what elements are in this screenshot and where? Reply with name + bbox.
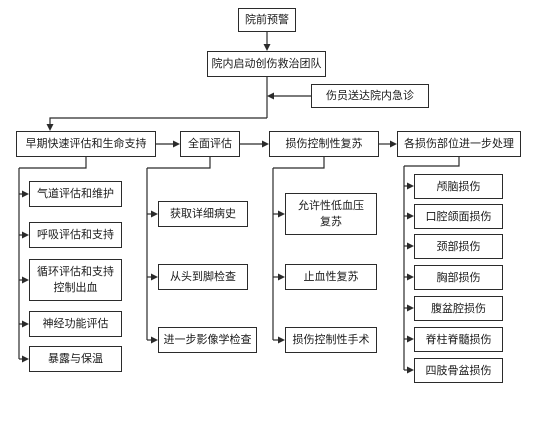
- col4-arrow-5: [407, 335, 414, 343]
- arrow-h2-h3: [262, 140, 269, 148]
- col4-arrow-3: [407, 273, 414, 281]
- col1-arrow-3: [22, 320, 29, 328]
- item-chest: 胸部损伤: [414, 265, 503, 290]
- col4-arrow-4: [407, 304, 414, 312]
- wire-col3-top: [273, 157, 325, 169]
- header-damage-control: 损伤控制性复苏: [269, 131, 379, 157]
- arrow-start-team: [263, 44, 271, 51]
- item-exposure: 暴露与保温: [29, 346, 122, 372]
- arrow-h3-h4: [390, 140, 397, 148]
- item-history: 获取详细病史: [158, 201, 248, 227]
- col4-arrow-6: [407, 366, 414, 374]
- wire-col4-top: [404, 157, 460, 167]
- item-imaging: 进一步影像学检查: [158, 327, 257, 353]
- wire-trunk-h1: [49, 117, 267, 124]
- node-prehospital-alert: 院前预警: [238, 8, 296, 32]
- node-patient-arrival: 伤员送达院内急诊: [311, 84, 429, 108]
- item-circulation: 循环评估和支持 控制出血: [29, 259, 122, 301]
- wire-col2-top: [147, 157, 211, 169]
- item-neck: 颈部损伤: [414, 234, 503, 259]
- item-neuro: 神经功能评估: [29, 311, 122, 337]
- item-craniocerebral: 颅脑损伤: [414, 174, 503, 199]
- header-further-treatment: 各损伤部位进一步处理: [397, 131, 521, 157]
- wire-col1-top: [19, 157, 87, 169]
- col2-arrow-2: [151, 336, 158, 344]
- col4-arrow-2: [407, 242, 414, 250]
- item-abdomen-pelvis: 腹盆腔损伤: [414, 296, 503, 321]
- item-damage-control-surgery: 损伤控制性手术: [285, 327, 377, 353]
- arrow-trunk-h1: [46, 124, 54, 131]
- node-team-activation: 院内启动创伤救治团队: [207, 51, 326, 77]
- col1-arrow-2: [22, 276, 29, 284]
- col1-arrow-0: [22, 190, 29, 198]
- item-limbs-pelvis: 四肢骨盆损伤: [414, 358, 503, 383]
- item-head-to-toe: 从头到脚检查: [158, 264, 248, 290]
- arrow-h1-h2: [173, 140, 180, 148]
- col3-arrow-1: [278, 273, 285, 281]
- item-oral-maxillofacial: 口腔颌面损伤: [414, 204, 503, 229]
- item-permissive-hypotension: 允许性低血压 复苏: [285, 193, 377, 235]
- col4-arrow-0: [407, 182, 414, 190]
- col4-arrow-1: [407, 212, 414, 220]
- col3-arrow-2: [278, 336, 285, 344]
- col3-arrow-0: [278, 210, 285, 218]
- col1-arrow-1: [22, 231, 29, 239]
- item-hemostatic-resuscitation: 止血性复苏: [285, 264, 377, 290]
- item-airway: 气道评估和维护: [29, 181, 122, 207]
- col1-arrow-4: [22, 355, 29, 363]
- header-early-assessment: 早期快速评估和生命支持: [16, 131, 156, 157]
- arrow-arrival: [267, 92, 274, 100]
- col2-arrow-1: [151, 273, 158, 281]
- col2-arrow-0: [151, 210, 158, 218]
- header-full-assessment: 全面评估: [180, 131, 240, 157]
- item-breathing: 呼吸评估和支持: [29, 222, 122, 248]
- item-spine-spinal-cord: 脊柱脊髓损伤: [414, 327, 503, 352]
